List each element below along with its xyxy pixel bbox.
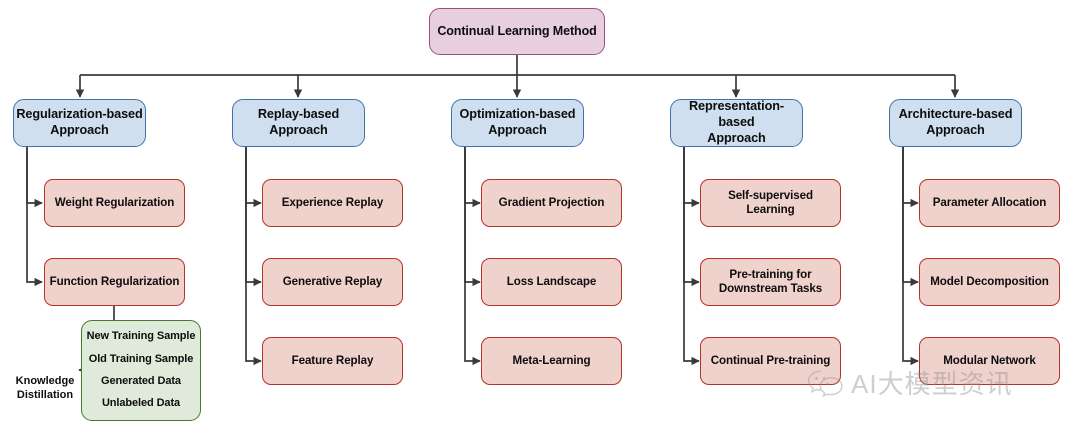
node-label: Continual Pre-training xyxy=(710,353,831,367)
data-line: Old Training Sample xyxy=(88,352,194,365)
node-model-decomposition[interactable]: Model Decomposition xyxy=(919,258,1060,306)
node-loss-landscape[interactable]: Loss Landscape xyxy=(481,258,622,306)
node-label: Function Regularization xyxy=(49,274,180,288)
node-label: Model Decomposition xyxy=(930,274,1049,288)
node-label: Continual Learning Method xyxy=(437,23,597,38)
node-feature-replay[interactable]: Feature Replay xyxy=(262,337,403,385)
data-line: New Training Sample xyxy=(86,330,196,343)
node-label: Feature Replay xyxy=(291,353,374,367)
node-weight-regularization[interactable]: Weight Regularization xyxy=(44,179,185,227)
node-gradient-projection[interactable]: Gradient Projection xyxy=(481,179,622,227)
node-label: Meta-Learning xyxy=(512,353,591,367)
node-generative-replay[interactable]: Generative Replay xyxy=(262,258,403,306)
node-label: Generative Replay xyxy=(282,274,383,288)
node-label: Weight Regularization xyxy=(54,195,175,209)
data-line: Generated Data xyxy=(101,374,181,387)
data-line: Unlabeled Data xyxy=(101,397,181,409)
node-parameter-allocation[interactable]: Parameter Allocation xyxy=(919,179,1060,227)
node-function-regularization[interactable]: Function Regularization xyxy=(44,258,185,306)
node-continual-pre-training[interactable]: Continual Pre-training xyxy=(700,337,841,385)
node-label: Loss Landscape xyxy=(506,274,597,288)
node-modular-network[interactable]: Modular Network xyxy=(919,337,1060,385)
node-label: Gradient Projection xyxy=(498,195,605,209)
node-experience-replay[interactable]: Experience Replay xyxy=(262,179,403,227)
node-label: Experience Replay xyxy=(281,195,384,209)
node-label: Parameter Allocation xyxy=(932,195,1047,209)
node-meta-learning[interactable]: Meta-Learning xyxy=(481,337,622,385)
node-label: Modular Network xyxy=(943,353,1036,367)
node-continual-learning-method[interactable]: Continual Learning Method xyxy=(429,8,605,55)
node-distillation-data-sources[interactable]: New Training Sample Old Training Sample … xyxy=(81,320,201,421)
